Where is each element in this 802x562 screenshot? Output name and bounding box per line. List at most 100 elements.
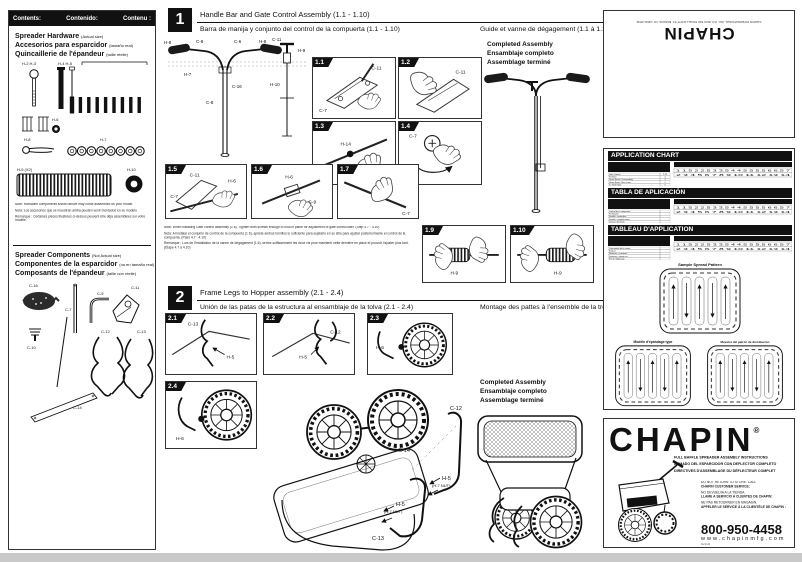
step-1-6-tab: 1.6 — [252, 165, 273, 174]
step-1-5-art: C-11 C-7 H-6 — [170, 173, 239, 213]
hardware-illustration: H-2 H-3 H-4 H-5 H-6 H-8 H-7 — [22, 61, 148, 156]
dg-label-h9: H-9 — [298, 48, 306, 53]
brand-subtitles: FULL BAFFLE SPREADER ASSEMBLY INSTRUCTIO… — [674, 455, 792, 487]
service-es: NO DEVUELVA A LA TIENDA.LLAME A SERVICIO… — [701, 491, 773, 499]
step-2-4-label-h6: H-6 — [176, 436, 184, 442]
completed1-es: Ensamblaje completo — [487, 50, 554, 57]
dg-label-c11: C-11 — [272, 37, 282, 42]
contents-divider — [13, 245, 151, 246]
row-es-0: Control de la compuerta — [609, 210, 631, 213]
section1-number-badge: 1 — [168, 8, 192, 32]
row-fr-0: Commande de la vanne — [609, 248, 631, 250]
section1-note-fr: Remarque : Lors de l'installation de la … — [164, 242, 409, 250]
dg-label-h8-right: H-8 — [259, 39, 267, 44]
flipped-brand-block: CHAPIN CHAPIN INTERNATIONAL, INC. P.O. B… — [611, 17, 787, 43]
service-website: www.chapinmfg.com — [701, 536, 786, 542]
brand-logo: CHAPIN® — [609, 421, 760, 458]
grip-hardware-illustration: H-9 (X2) H-10 — [16, 167, 143, 197]
step-1-2: C-11 1.2 — [398, 57, 482, 119]
section2-title-rule — [197, 300, 795, 301]
dg-label-c8a: C-8 — [196, 39, 204, 44]
step-1-2-label-c11: C-11 — [455, 69, 465, 75]
step-1-9-label-h9: H-9 — [450, 270, 458, 276]
chart-title-fr: TABLEAU D'APPLICATION — [611, 226, 694, 233]
dial-top-en: 1 1.5 2 2.5 3 3.5 4 4.5 5 5.5 6 6.5 7 — [676, 169, 792, 173]
step-1-7-art: C-7 — [343, 174, 410, 217]
row-es-2: Semilla - resiembra — [609, 216, 627, 218]
spread-pattern-sample: Sample Spread Pattern — [659, 262, 741, 334]
service-fr: NE PAS RETOURNER EN MAGASIN.APPELER LE S… — [701, 501, 786, 510]
step-1-2-tab: 1.2 — [399, 58, 420, 67]
ex-label-h5a: H-5 — [442, 476, 451, 482]
row-en-4: Ice Melt (Salt) — [609, 183, 622, 186]
part-number: 82108 — [701, 543, 711, 547]
components-size-en: (Not Actual size) — [92, 253, 122, 258]
cp-label-c10: C-10 — [27, 345, 36, 350]
spread-pattern-fr: Modèle d'épandage type — [615, 340, 691, 407]
step-1-10-art: H-9 — [515, 232, 589, 276]
step-1-6-label-c9: C-9 — [308, 200, 316, 206]
section1-completed-illustration — [484, 72, 590, 213]
contents-panel: Contents: Contenido: Contenu : Spreader … — [8, 10, 156, 550]
step-2-1-tab: 2.1 — [166, 314, 187, 323]
spreader-product-illustration: CHAPIN — [617, 459, 684, 543]
completed2-fr: Assemblage terminé — [480, 397, 544, 404]
step-1-9: H-9 1.9 — [422, 225, 506, 283]
dial-bottom-es: 2 3 4 5 6 7 8 9 10 11 12 13 14 — [676, 210, 792, 214]
step-1-6-label-h6: H-6 — [285, 174, 293, 180]
footer-strip — [0, 553, 802, 562]
completed2-es: Ensamblaje completo — [480, 388, 547, 395]
hardware-titles: Spreader Hardware (Actual size) Accesori… — [15, 32, 133, 59]
section2-number-badge: 2 — [168, 286, 192, 310]
section1-completed-labels: Completed Assembly Ensamblaje completo A… — [487, 40, 554, 67]
components-illustration: C-16 C-7 C-9 C-11 C-10 C-12 C-13 — [22, 283, 154, 423]
hardware-size-es: (tamaño real) — [109, 43, 133, 48]
step-1-5-tab: 1.5 — [166, 165, 187, 174]
dg-label-c16: C-16 — [232, 84, 242, 89]
subtitle-fr: DIRECTIVES D'ASSEMBLAGE DU DÉFLECTEUR CO… — [674, 469, 776, 473]
ex-label-c14: C-14 — [398, 448, 410, 454]
section1-title-en: Handle Bar and Gate Control Assembly (1.… — [200, 10, 370, 19]
step-2-2-label-h5: H-5 — [299, 355, 307, 361]
step-2-3-tab: 2.3 — [368, 314, 389, 323]
hardware-size-en: (Actual size) — [81, 34, 104, 39]
step-1-5-label-h6: H-6 — [228, 178, 236, 184]
sample-label-es: Muestra del patrón de distribución — [721, 340, 770, 344]
hw-label-h6: H-6 — [52, 117, 59, 122]
cp-label-c7: C-7 — [65, 307, 72, 312]
val-en-0: 1-13 — [663, 174, 668, 176]
step-1-3-label: H-14 — [340, 141, 351, 147]
hardware-title-en: Spreader Hardware — [15, 33, 80, 40]
contents-header-fr: Contenu : — [122, 15, 151, 22]
section1-note-es: Nota: Al instalar el conjunto de control… — [164, 231, 406, 240]
row-en-0: Gate Control — [609, 173, 621, 176]
hardware-title-fr: Quincaillerie de l'épandeur — [15, 51, 105, 58]
step-2-1: C-13 H-5 2.1 — [165, 313, 257, 375]
cp-label-c16: C-16 — [29, 283, 38, 288]
col-header-es: Nivel de apertura de la compuerta según … — [693, 200, 774, 203]
cp-label-c11: C-11 — [131, 285, 140, 290]
hardware-note-en: Note: Hardware components shown above ma… — [15, 203, 134, 207]
components-titles: Spreader Components (Not Actual size) Co… — [15, 251, 154, 278]
mat-header-es: Ajustes del esparcidor según el material… — [612, 203, 666, 206]
chart-table-en: All Season Granular & Homeowner Spreader… — [608, 162, 792, 186]
mat-header-fr: Réglages de l'épandeur selon le matériau… — [613, 240, 666, 243]
step-2-3: H-6 2.3 — [367, 313, 453, 375]
mat-header-en: All Season Granular & Homeowner Spreader… — [610, 166, 668, 169]
step-2-3-art: H-6 — [376, 321, 448, 369]
chart-title-es: TABLA DE APLICACIÓN — [611, 189, 686, 196]
step-1-10: H-9 1.10 — [510, 225, 594, 283]
col-header-fr: Ouverture de la vanne selon la position … — [695, 237, 772, 240]
hw-label-h10: H-10 — [127, 167, 136, 172]
spread-pattern-es: Muestra del patrón de distribución — [707, 340, 783, 407]
dg-label-h8-left: H-8 — [164, 40, 172, 45]
step-2-4-tab: 2.4 — [166, 382, 187, 391]
flipped-brand: CHAPIN — [663, 24, 735, 43]
section1-notes: Note: When installing Gate control assem… — [164, 226, 418, 274]
ex-label-c12: C-12 — [450, 406, 462, 412]
section1-number: 1 — [175, 11, 185, 28]
val-en-2: 3 — [664, 179, 666, 181]
step-1-4-label: C-7 — [409, 134, 417, 140]
